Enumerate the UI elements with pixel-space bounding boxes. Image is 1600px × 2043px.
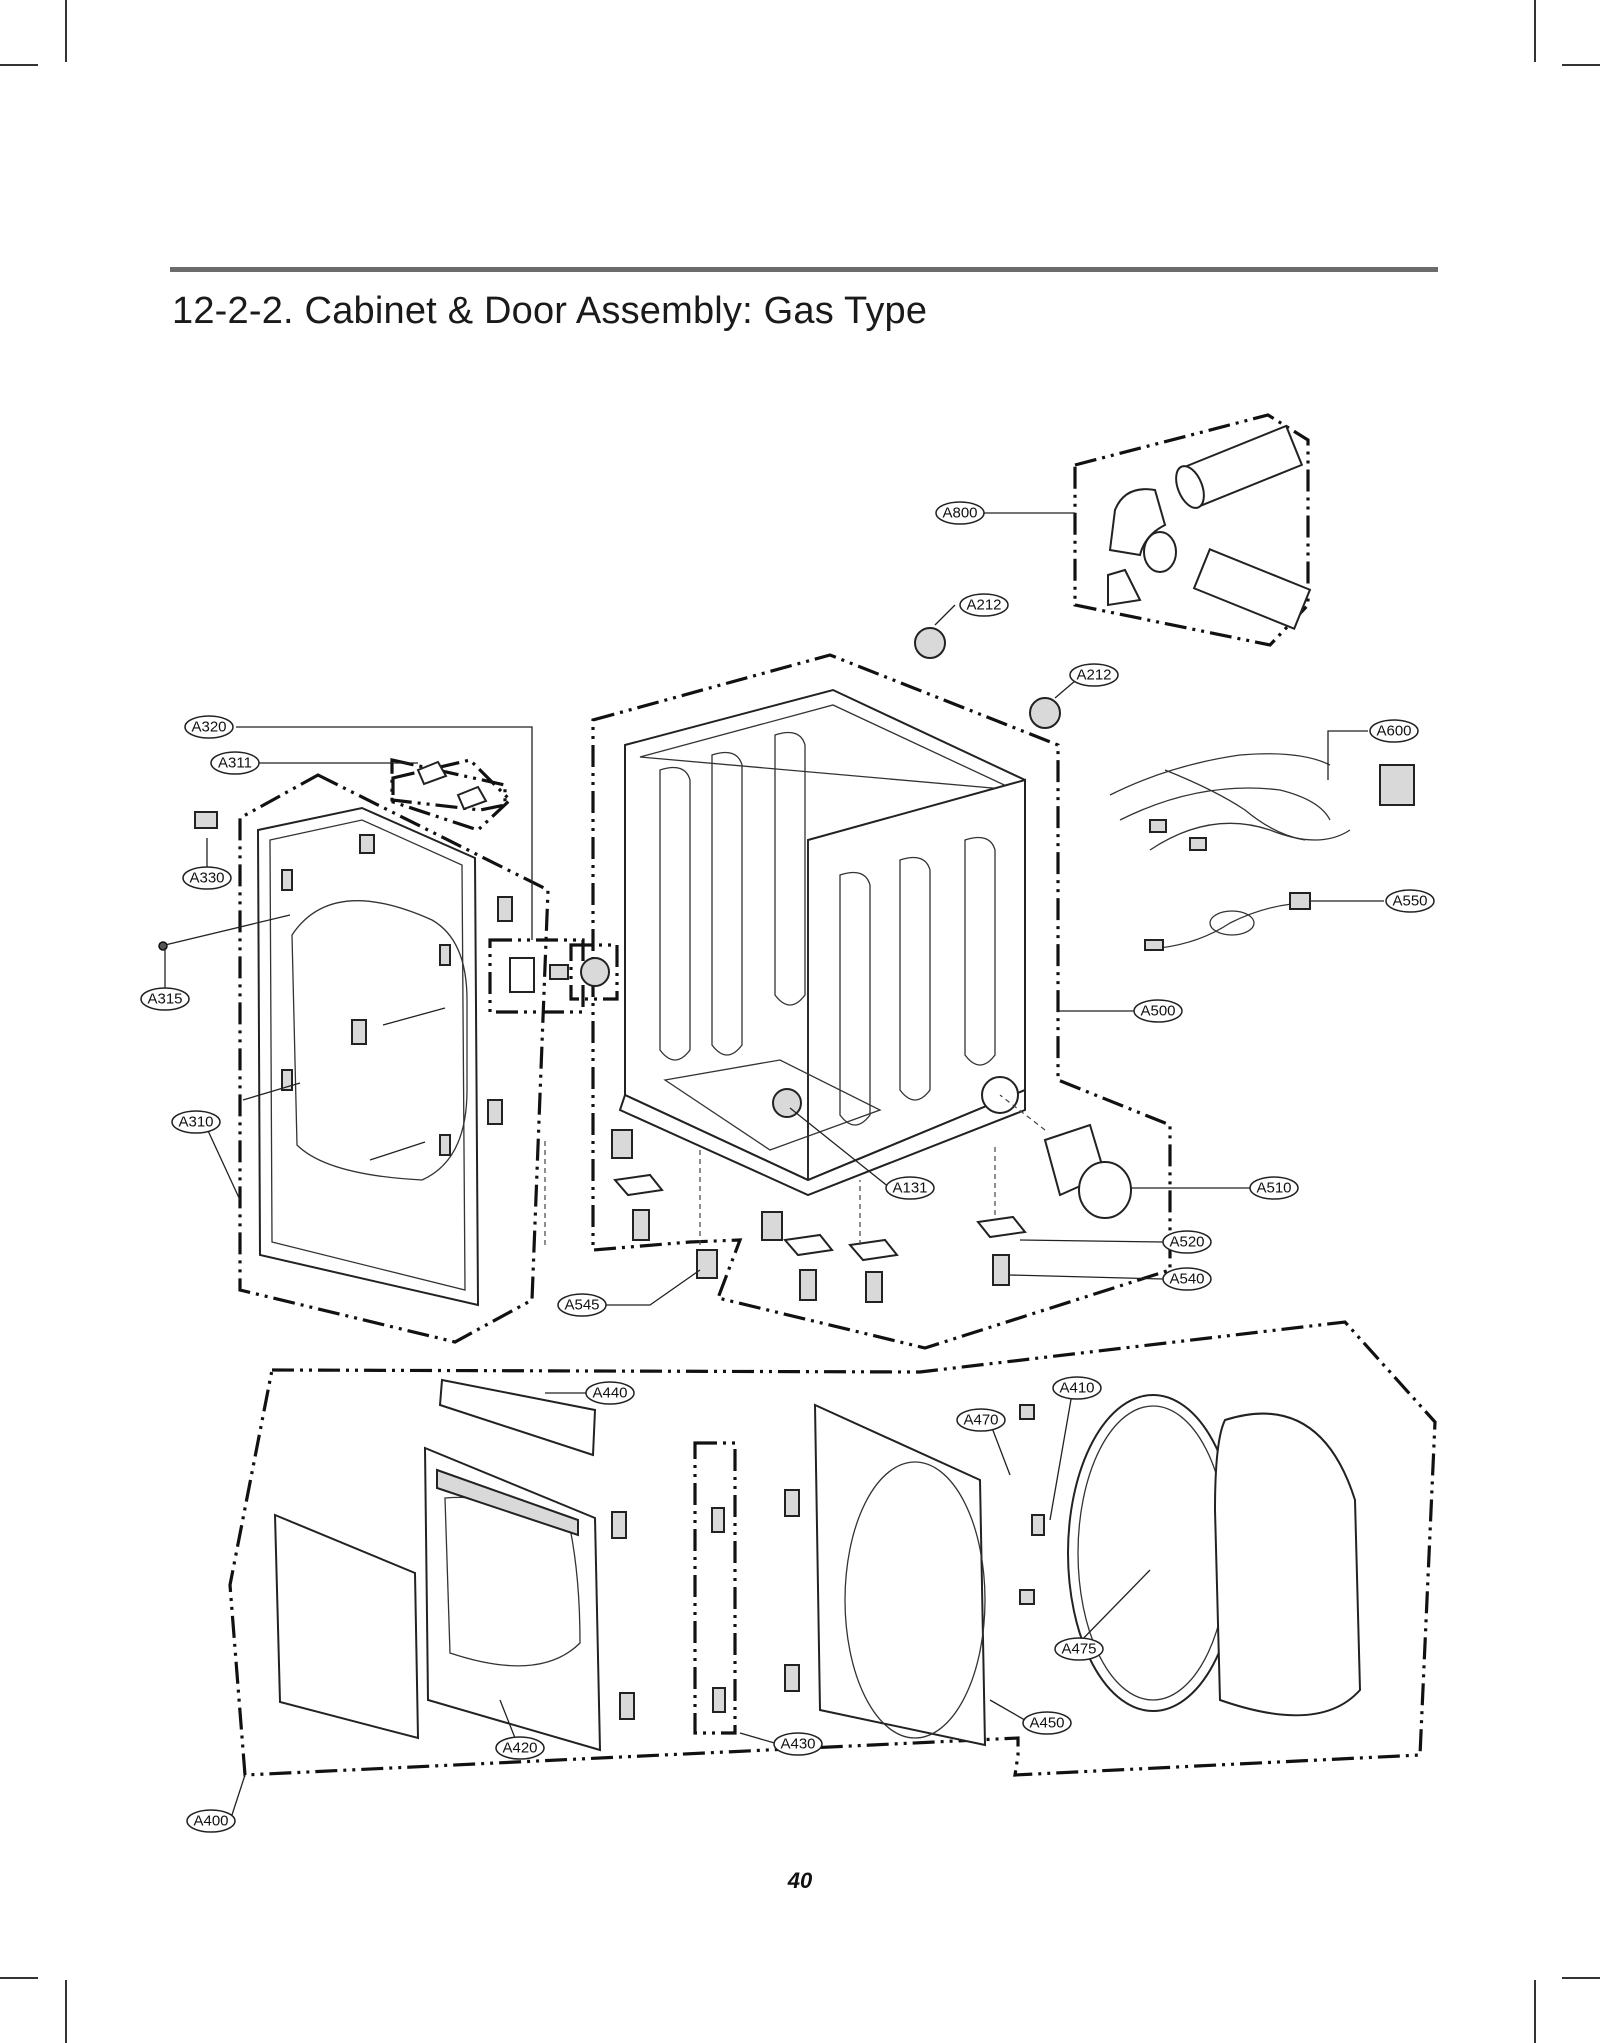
crop-mark [1534,0,1536,62]
part-label: A450 [1022,1711,1072,1735]
part-label-text: A315 [147,991,182,1008]
hinge-caps [416,760,488,811]
door-gasket [1067,1394,1239,1712]
page-number: 40 [787,1868,813,1893]
part-label-text: A540 [1169,1271,1204,1288]
part-label-text: A131 [892,1180,927,1197]
valve-icons [914,627,1061,729]
part-label: A131 [885,1176,935,1200]
part-label-text: A440 [592,1385,627,1402]
part-label-text: A420 [502,1740,537,1757]
part-label-text: A320 [191,719,226,736]
part-label-text: A330 [189,870,224,887]
part-label: A315 [140,987,190,1011]
part-label-text: A520 [1169,1234,1204,1251]
part-label: A500 [1133,999,1183,1023]
group-outline-duct [1073,413,1310,647]
part-label-text: A310 [178,1114,213,1131]
part-label: A540 [1162,1267,1212,1291]
crop-mark [1562,64,1600,66]
part-label-text: A311 [218,755,252,772]
part-label: A311 [210,751,260,775]
group-outline-roller-left [569,943,619,1001]
part-label: A330 [182,866,232,890]
part-label: A545 [557,1293,607,1317]
crop-mark [65,0,67,62]
part-label: A400 [186,1809,236,1833]
part-label-text: A800 [942,505,977,522]
part-label-text: A410 [1059,1380,1094,1397]
group-outline-door [228,1320,1437,1777]
title-rule [170,267,1438,272]
exhaust-duct [1043,1123,1132,1219]
crop-mark [65,1980,67,2043]
leveling-feet [611,1129,1027,1303]
group-outline-hinge [390,758,507,812]
leader-lines [164,512,1384,1822]
group-outline-frontpanel [238,773,550,1344]
part-label: A420 [495,1736,545,1760]
drum-roller [772,1088,802,1118]
crop-mark [1534,1980,1536,2043]
part-label-text: A430 [780,1736,815,1753]
screw-icons [158,914,446,1161]
clip-part [194,811,218,829]
panel-bracket [487,1099,503,1125]
part-label-text: A510 [1256,1180,1291,1197]
part-label: A470 [956,1408,1006,1432]
part-label-text: A400 [193,1813,228,1830]
group-outline-switch [488,938,585,1014]
part-label-text: A600 [1376,723,1411,740]
door-parts [273,1378,1362,1752]
part-label-text: A475 [1061,1641,1096,1658]
part-label: A212 [959,593,1009,617]
wire-harness [1109,753,1415,851]
part-label: A600 [1369,719,1419,743]
door-switch [509,957,569,993]
panel-bracket [497,896,513,922]
door-glass [273,1513,420,1740]
part-label: A430 [773,1732,823,1756]
part-label: A510 [1249,1176,1299,1200]
part-label: A550 [1385,889,1435,913]
part-label-text: A450 [1029,1715,1064,1732]
vent-pipe-kit [1107,424,1312,631]
part-label: A520 [1162,1230,1212,1254]
part-label-text: A500 [1140,1003,1175,1020]
power-cord [1144,892,1311,951]
crop-mark [0,1977,38,1979]
part-label: A410 [1052,1376,1102,1400]
front-panel [256,806,480,1307]
crop-mark [0,64,38,66]
part-label: A310 [171,1110,221,1134]
group-outline-latch-strip [693,1441,737,1735]
part-label: A440 [585,1381,635,1405]
part-label: A212 [1069,663,1119,687]
part-label-text: A212 [966,597,1001,614]
part-label-text: A470 [963,1412,998,1429]
part-label: A800 [935,501,985,525]
door-handle [438,1378,597,1457]
group-outline-caps [391,758,513,832]
part-label-text: A550 [1392,893,1427,910]
inner-frame [813,1403,987,1747]
part-labels: A800A212A212A320A311A600A330A550A315A500… [140,501,1435,1833]
crop-mark [1562,1977,1600,1979]
cabinet-body [618,688,1026,1197]
part-label: A320 [184,715,234,739]
page-title: 12-2-2. Cabinet & Door Assembly: Gas Typ… [172,290,928,332]
door-liner [1213,1412,1362,1717]
part-label: A475 [1054,1637,1104,1661]
drum-roller [580,957,610,987]
part-label-text: A212 [1076,667,1111,684]
part-label-text: A545 [564,1297,599,1314]
